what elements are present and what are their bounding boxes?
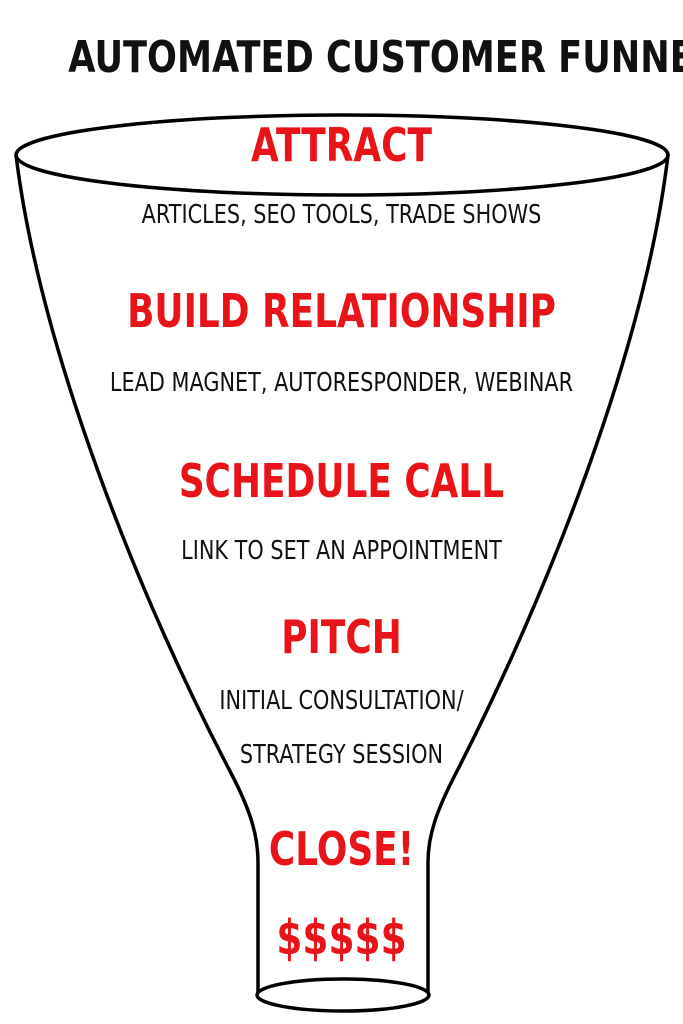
- diagram-title: AUTOMATED CUSTOMER FUNNEL: [68, 32, 683, 83]
- stage-build-relationship-description: LEAD MAGNET, AUTORESPONDER, WEBINAR: [109, 368, 574, 398]
- stage-money-label: $$$$$: [276, 910, 407, 966]
- stage-attract-label: ATTRACT: [251, 118, 432, 172]
- stage-pitch-description-line-2: STRATEGY SESSION: [239, 740, 444, 770]
- stage-schedule-call-label: SCHEDULE CALL: [178, 454, 505, 508]
- stage-close-label: CLOSE!: [268, 822, 415, 876]
- stage-pitch-description-line-1: INITIAL CONSULTATION/: [219, 686, 464, 716]
- funnel-right-wall: [426, 153, 670, 997]
- stage-pitch-label: PITCH: [281, 610, 402, 664]
- funnel-left-wall: [14, 153, 260, 997]
- stage-build-relationship-label: BUILD RELATIONSHIP: [127, 284, 556, 338]
- funnel-spout-rim: [255, 977, 431, 1013]
- stage-schedule-call-description: LINK TO SET AN APPOINTMENT: [181, 536, 502, 566]
- stage-attract-description: ARTICLES, SEO TOOLS, TRADE SHOWS: [141, 200, 542, 230]
